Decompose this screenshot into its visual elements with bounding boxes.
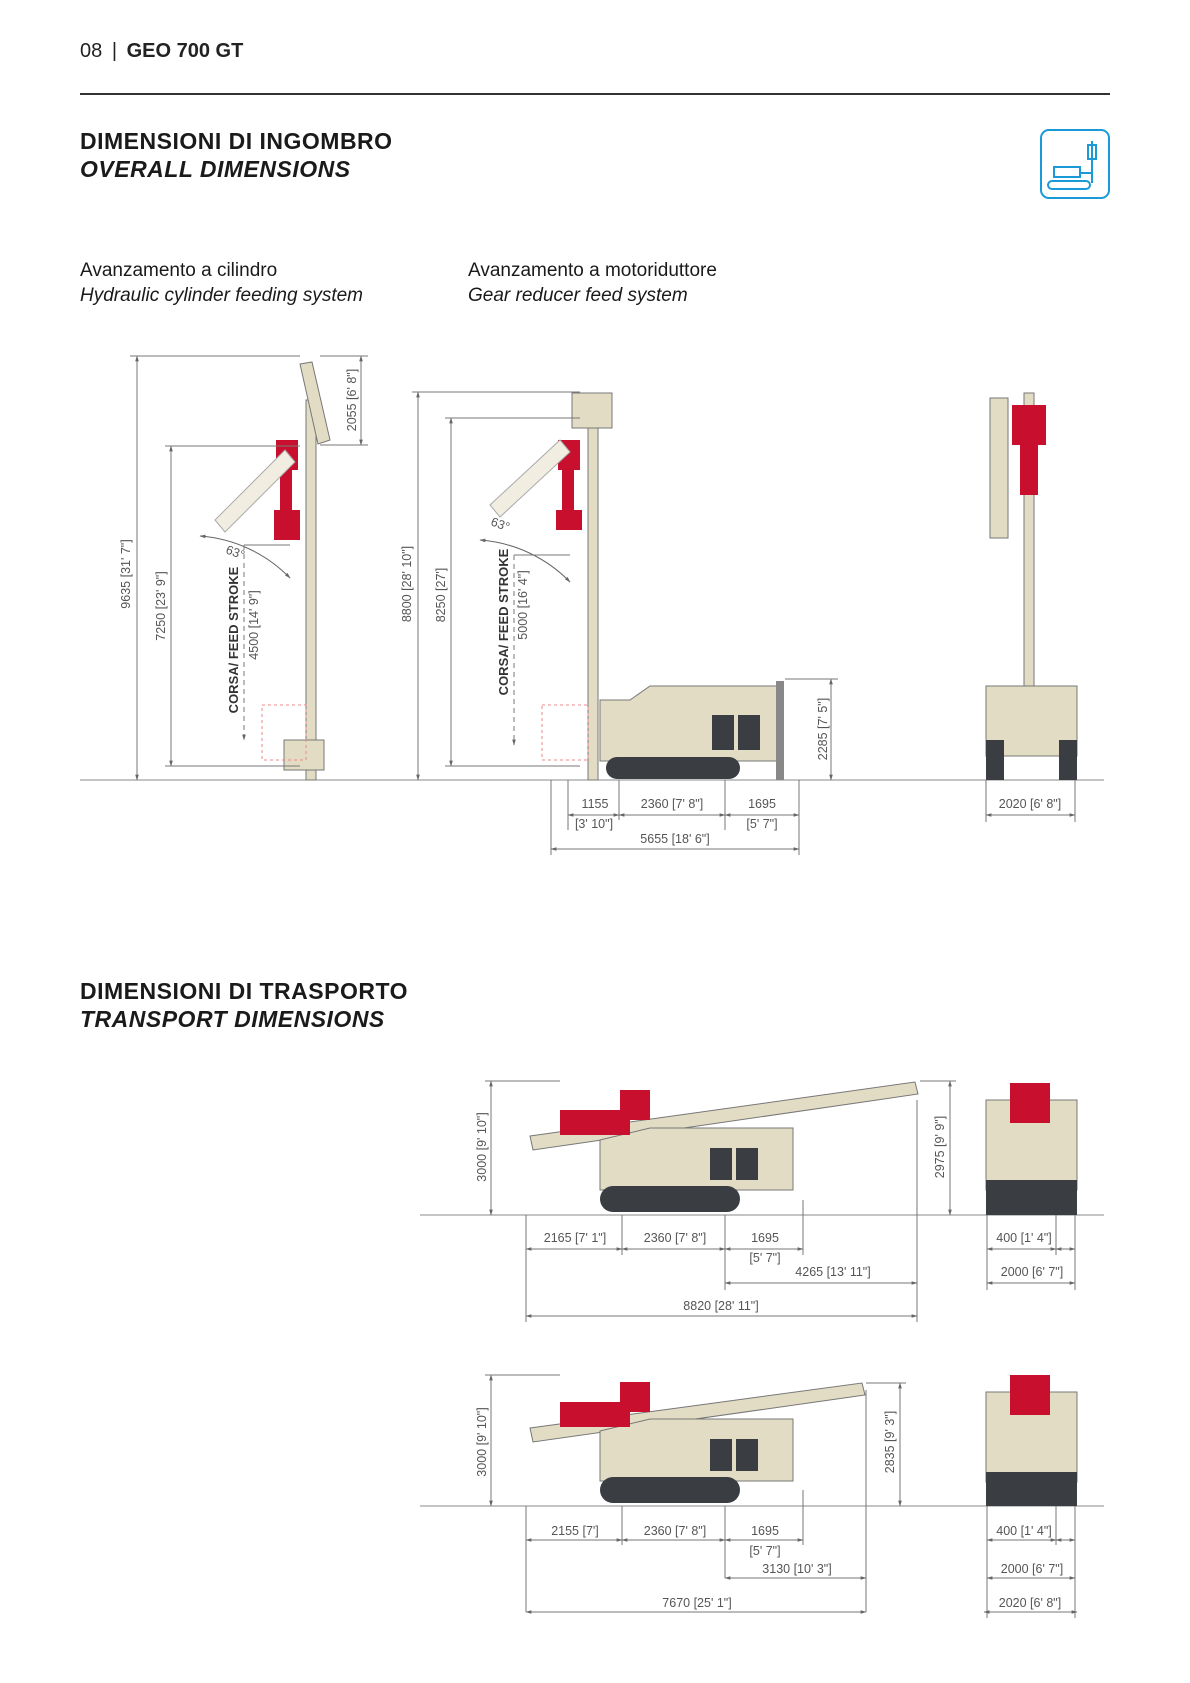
front-width-label: 2000 [6' 7"] bbox=[1001, 1562, 1063, 1576]
dim-wheelbase: 2360 [7' 8"] bbox=[644, 1524, 706, 1538]
dim-front-ft: [3' 10"] bbox=[575, 817, 613, 831]
overhang-label: 3130 [10' 3"] bbox=[762, 1562, 831, 1576]
total-length-label: 7670 [25' 1"] bbox=[662, 1596, 731, 1610]
dim-front: 2155 [7'] bbox=[551, 1524, 599, 1538]
label-en: Hydraulic cylinder feeding system bbox=[80, 285, 364, 306]
label-it: Avanzamento a motoriduttore bbox=[468, 260, 717, 281]
drill-head bbox=[560, 1090, 650, 1135]
crawler-track bbox=[600, 1477, 740, 1503]
overhang-label: 4265 [13' 11"] bbox=[795, 1265, 870, 1279]
drill-head bbox=[560, 1382, 650, 1427]
drill-rig-icon bbox=[1040, 129, 1110, 199]
height-label: 3000 [9' 10"] bbox=[475, 1112, 489, 1181]
dim-front: 2165 [7' 1"] bbox=[544, 1231, 606, 1245]
dim-rear-ft: [5' 7"] bbox=[749, 1544, 780, 1558]
label-it: Avanzamento a cilindro bbox=[80, 260, 278, 281]
total-length-label: 5655 [18' 6"] bbox=[640, 832, 709, 846]
header-divider bbox=[80, 93, 1110, 95]
transport-config-1-drawing: 3000 [9' 10"] 2975 [9' 9"] 2165 [7' 1"] … bbox=[475, 1080, 1078, 1322]
page-header: 08 | GEO 700 GT bbox=[80, 40, 243, 63]
stroke-label: CORSA/ FEED STROKE bbox=[496, 548, 511, 695]
drill-head bbox=[556, 440, 582, 530]
stroke-label: CORSA/ FEED STROKE bbox=[226, 566, 241, 713]
dim-front: 1155 bbox=[582, 797, 609, 811]
dim-wheelbase: 2360 [7' 8"] bbox=[641, 797, 703, 811]
height-total-label: 8800 [28' 10"] bbox=[400, 546, 414, 622]
front-offset-label: 400 [1' 4"] bbox=[996, 1524, 1051, 1538]
dim-rear: 1695 bbox=[751, 1524, 779, 1538]
overall-dimensions-heading: DIMENSIONI DI INGOMBRO OVERALL DIMENSION… bbox=[80, 127, 393, 183]
front-width-label: 2020 [6' 8"] bbox=[999, 797, 1061, 811]
heading-en: TRANSPORT DIMENSIONS bbox=[80, 1006, 385, 1032]
mast-height-label: 2975 [9' 9"] bbox=[933, 1116, 947, 1178]
body-height-label: 2285 [7' 5"] bbox=[816, 698, 830, 760]
dim-rear-ft: [5' 7"] bbox=[746, 817, 777, 831]
front-width-max-label: 2020 [6' 8"] bbox=[999, 1596, 1061, 1610]
crawler-track bbox=[600, 1186, 740, 1212]
dim-wheelbase: 2360 [7' 8"] bbox=[644, 1231, 706, 1245]
machine-body bbox=[599, 1418, 794, 1482]
front-offset-label: 400 [1' 4"] bbox=[996, 1231, 1051, 1245]
angle-label: 63° bbox=[224, 543, 247, 563]
model-name: GEO 700 GT bbox=[126, 40, 244, 62]
transport-dimensions-heading: DIMENSIONI DI TRASPORTO TRANSPORT DIMENS… bbox=[80, 977, 408, 1033]
heading-en: OVERALL DIMENSIONS bbox=[80, 156, 351, 182]
gear-feed-label: Avanzamento a motoriduttore Gear reducer… bbox=[468, 258, 717, 308]
drill-head bbox=[1012, 405, 1046, 495]
height-head-label: 8250 [27'] bbox=[434, 568, 448, 623]
height-total-label: 9635 [31' 7"] bbox=[119, 539, 133, 608]
heading-it: DIMENSIONI DI TRASPORTO bbox=[80, 978, 408, 1004]
dim-rear: 1695 bbox=[751, 1231, 779, 1245]
front-view-drawing: 2020 [6' 8"] bbox=[985, 392, 1078, 822]
stroke-value: 5000 [16' 4"] bbox=[516, 570, 530, 639]
mast-height-label: 2835 [9' 3"] bbox=[883, 1411, 897, 1473]
total-length-label: 8820 [28' 11"] bbox=[683, 1299, 758, 1313]
top-extension-label: 2055 [6' 8"] bbox=[345, 369, 359, 431]
heading-it: DIMENSIONI DI INGOMBRO bbox=[80, 128, 393, 154]
header-separator: | bbox=[111, 40, 118, 62]
height-head-label: 7250 [23' 9"] bbox=[154, 571, 168, 640]
crawler-track bbox=[606, 757, 740, 779]
dim-rear: 1695 bbox=[748, 797, 776, 811]
dim-rear-ft: [5' 7"] bbox=[749, 1251, 780, 1265]
front-width-label: 2000 [6' 7"] bbox=[1001, 1265, 1063, 1279]
stroke-value: 4500 [14' 9"] bbox=[247, 590, 261, 659]
angle-label: 63° bbox=[489, 515, 512, 535]
gear-feed-drawing: 8800 [28' 10"] 8250 [27'] CORSA/ FEED ST… bbox=[400, 391, 838, 855]
cylinder-feed-label: Avanzamento a cilindro Hydraulic cylinde… bbox=[80, 258, 363, 308]
transport-config-2-drawing: 3000 [9' 10"] 2835 [9' 3"] 2155 [7'] 236… bbox=[475, 1374, 1078, 1618]
machine-body bbox=[599, 1127, 794, 1191]
label-en: Gear reducer feed system bbox=[468, 285, 688, 306]
page-number: 08 bbox=[80, 40, 103, 62]
cylinder-feed-drawing: 9635 [31' 7"] 7250 [23' 9"] 2055 [6' 8"]… bbox=[119, 355, 368, 781]
height-label: 3000 [9' 10"] bbox=[475, 1407, 489, 1476]
